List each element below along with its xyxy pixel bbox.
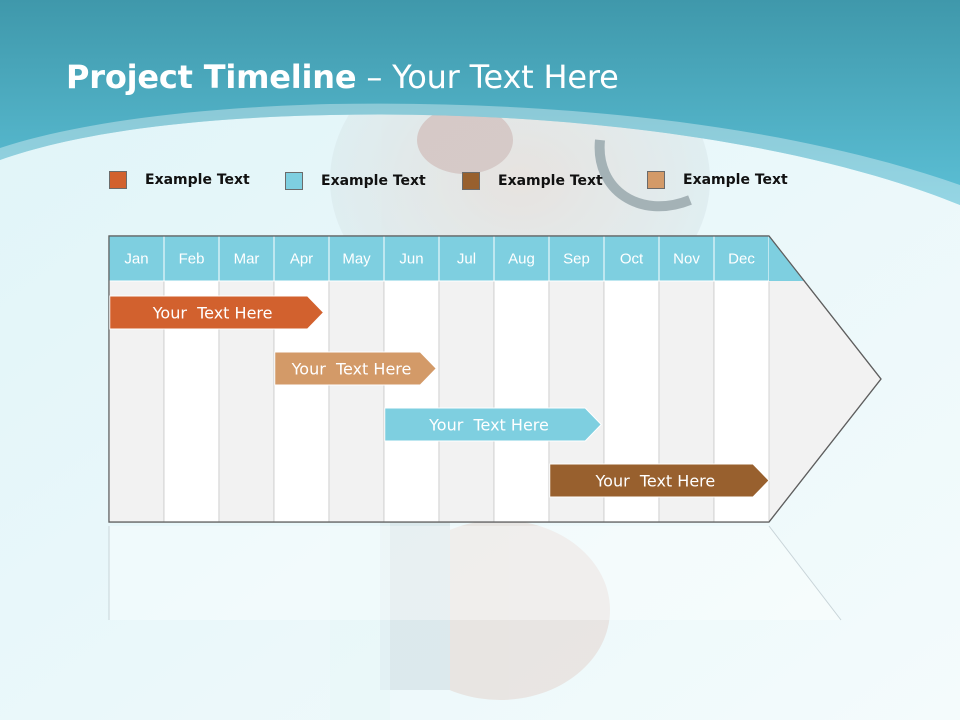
legend-label-2: Example Text xyxy=(321,173,426,189)
title-rest: – Your Text Here xyxy=(356,58,619,96)
legend-label-3: Example Text xyxy=(498,173,603,189)
month-header-jan xyxy=(108,235,165,282)
slide-title: Project Timeline – Your Text Here xyxy=(66,58,619,96)
month-column-jul xyxy=(438,280,495,523)
month-label-feb: Feb xyxy=(179,251,205,268)
legend-swatch-4 xyxy=(647,171,665,189)
task-bar-3 xyxy=(384,407,602,442)
legend-swatch-3 xyxy=(462,172,480,190)
month-header-jul xyxy=(438,235,495,282)
timeline-reflection xyxy=(109,526,841,620)
month-header-oct xyxy=(603,235,660,282)
month-header-apr xyxy=(273,235,330,282)
month-label-oct: Oct xyxy=(620,251,644,268)
legend-item-1: Example Text xyxy=(109,171,250,189)
month-header-sep xyxy=(548,235,605,282)
month-label-jan: Jan xyxy=(124,251,148,268)
legend-item-4: Example Text xyxy=(647,171,788,189)
month-column-jun xyxy=(383,280,440,523)
task-label-4: Your Text Here xyxy=(595,472,716,491)
task-bar-2 xyxy=(274,351,437,386)
task-label-3: Your Text Here xyxy=(428,416,549,435)
legend-swatch-1 xyxy=(109,171,127,189)
timeline-arrow-outline xyxy=(108,235,882,523)
title-bold: Project Timeline xyxy=(66,58,357,96)
task-bar-1 xyxy=(109,295,325,330)
month-label-may: May xyxy=(342,251,371,268)
month-label-apr: Apr xyxy=(290,251,313,268)
legend-item-2: Example Text xyxy=(285,172,426,190)
month-label-dec: Dec xyxy=(728,251,755,268)
legend-label-4: Example Text xyxy=(683,172,788,188)
month-label-nov: Nov xyxy=(673,251,700,268)
month-label-aug: Aug xyxy=(508,251,535,268)
task-bar-4 xyxy=(549,463,770,498)
task-label-2: Your Text Here xyxy=(291,360,412,379)
month-header-jun xyxy=(383,235,440,282)
month-label-sep: Sep xyxy=(563,251,590,268)
task-label-1: Your Text Here xyxy=(152,304,273,323)
month-column-aug xyxy=(493,280,550,523)
month-header-feb xyxy=(163,235,220,282)
legend-swatch-2 xyxy=(285,172,303,190)
month-header-aug xyxy=(493,235,550,282)
month-label-jul: Jul xyxy=(457,251,476,268)
month-label-mar: Mar xyxy=(234,251,260,268)
month-column-may xyxy=(328,280,385,523)
month-label-jun: Jun xyxy=(399,251,423,268)
legend-item-3: Example Text xyxy=(462,172,603,190)
legend-label-1: Example Text xyxy=(145,172,250,188)
reflection-edge-right xyxy=(768,525,842,621)
